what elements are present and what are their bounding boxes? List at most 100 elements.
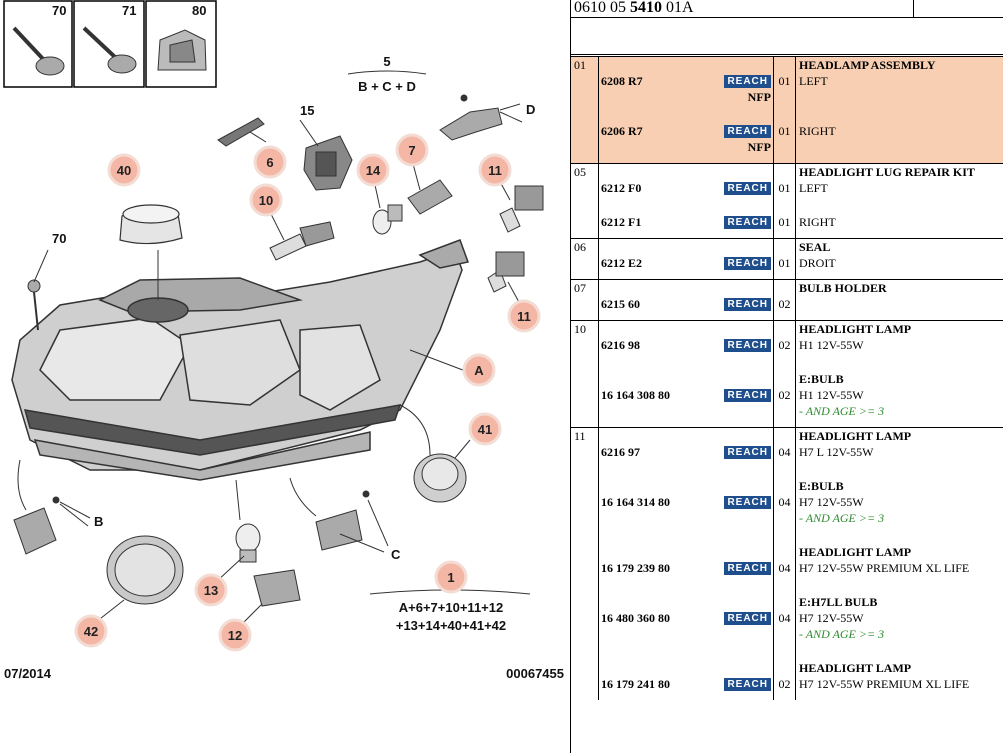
part-number[interactable]: 6206 R7 [601, 123, 643, 138]
reach-badge: REACH [724, 181, 771, 195]
ref-cell [571, 123, 599, 164]
reach-badge: REACH [724, 338, 771, 352]
part-number-cell: 6216 97 REACH [598, 427, 774, 478]
quantity: 01 [778, 181, 791, 195]
ref-number: 11 [574, 429, 586, 443]
part-condition-note: - AND AGE >= 3 [799, 404, 885, 418]
quantity: 04 [778, 611, 791, 625]
clip-80-icon [157, 29, 207, 71]
box-label-70: 70 [52, 3, 66, 18]
ref-cell [571, 660, 599, 700]
cap-42-icon [106, 535, 184, 605]
part-number[interactable]: 16 179 241 80 [601, 676, 670, 691]
callout-12: 12 [228, 628, 242, 643]
part-row[interactable]: 05 6212 F0 REACH 01 HEADLIGHT LUG REPAIR KIT… [571, 163, 1003, 214]
part-number[interactable]: 16 480 360 80 [601, 610, 670, 625]
ref-cell: 06 [571, 238, 599, 280]
part-description: H1 12V-55W [799, 388, 864, 402]
box-label-80: 80 [192, 3, 206, 18]
part-number-cell: 16 480 360 80 REACH [598, 594, 774, 660]
bulb-11-upper-icon [499, 185, 544, 233]
drawing-number: 00067455 [506, 666, 564, 681]
qty-cell: 04 [773, 594, 796, 660]
ref-number: 01 [574, 58, 586, 72]
ref-cell: 05 [571, 163, 599, 214]
part-number[interactable]: 6212 E2 [601, 255, 643, 270]
callout-7: 7 [408, 143, 415, 158]
callout-10: 10 [259, 193, 273, 208]
quantity: 02 [778, 297, 791, 311]
ref-cell [571, 371, 599, 428]
part-number[interactable]: 6208 R7 [601, 73, 643, 88]
quantity: 02 [778, 338, 791, 352]
qty-cell: 02 [773, 279, 796, 321]
part-number[interactable]: 6216 97 [601, 444, 640, 459]
part-title: HEADLIGHT LAMP [799, 429, 912, 443]
assembly-5-number: 5 [383, 54, 390, 69]
quantity: 01 [778, 124, 791, 138]
part-number[interactable]: 6216 98 [601, 337, 640, 352]
part-number[interactable]: 16 164 308 80 [601, 387, 670, 402]
quantity: 02 [778, 677, 791, 691]
part-description: H1 12V-55W [799, 338, 864, 352]
description-cell: RIGHT [795, 123, 1003, 164]
holder-7-icon [407, 179, 453, 215]
reach-badge: REACH [724, 445, 771, 459]
part-title: HEADLIGHT LAMP [799, 545, 912, 559]
part-condition-note: - AND AGE >= 3 [799, 511, 885, 525]
reach-badge: REACH [724, 611, 771, 625]
ref-suffix: 01A [662, 0, 694, 16]
part-number[interactable]: 6215 60 [601, 296, 640, 311]
quantity: 04 [778, 561, 791, 575]
assembly-5-formula: B + C + D [358, 79, 416, 94]
qty-cell: 01 [773, 123, 796, 164]
part-number-cell: 6212 F0 REACH [598, 163, 774, 214]
qty-cell: 04 [773, 478, 796, 544]
bulb-13-icon [235, 523, 261, 563]
bulb-11-lower-icon [487, 251, 525, 293]
header-spacer [571, 19, 1003, 55]
part-description: DROIT [799, 256, 836, 270]
part-title: HEADLIGHT LAMP [799, 322, 912, 336]
reach-badge: REACH [724, 124, 771, 138]
part-number-cell: 6216 98 REACH [598, 320, 774, 371]
callout-14: 14 [366, 163, 381, 178]
part-description: H7 12V-55W [799, 495, 864, 509]
exploded-parts-diagram: 70 71 80 [3, 0, 564, 681]
nfp-flag: NFP [747, 90, 771, 104]
part-number[interactable]: 6212 F0 [601, 180, 642, 195]
ref-bold: 5410 [630, 0, 662, 16]
ref-number: 05 [574, 165, 586, 179]
part-title: HEADLIGHT LUG REPAIR KIT [799, 165, 975, 179]
part-number[interactable]: 16 179 239 80 [601, 560, 670, 575]
description-cell: BULB HOLDER [796, 280, 1003, 321]
ref-cell [571, 214, 599, 239]
socket-12-icon [253, 569, 301, 607]
screw-71-icon [82, 26, 137, 74]
part-title: HEADLAMP ASSEMBLY [799, 58, 936, 72]
part-number[interactable]: 16 164 314 80 [601, 494, 670, 509]
part-number[interactable]: 6212 F1 [601, 214, 642, 229]
box-label-71: 71 [122, 3, 136, 18]
quantity: 04 [778, 495, 791, 509]
bulb-14-icon [372, 204, 403, 235]
